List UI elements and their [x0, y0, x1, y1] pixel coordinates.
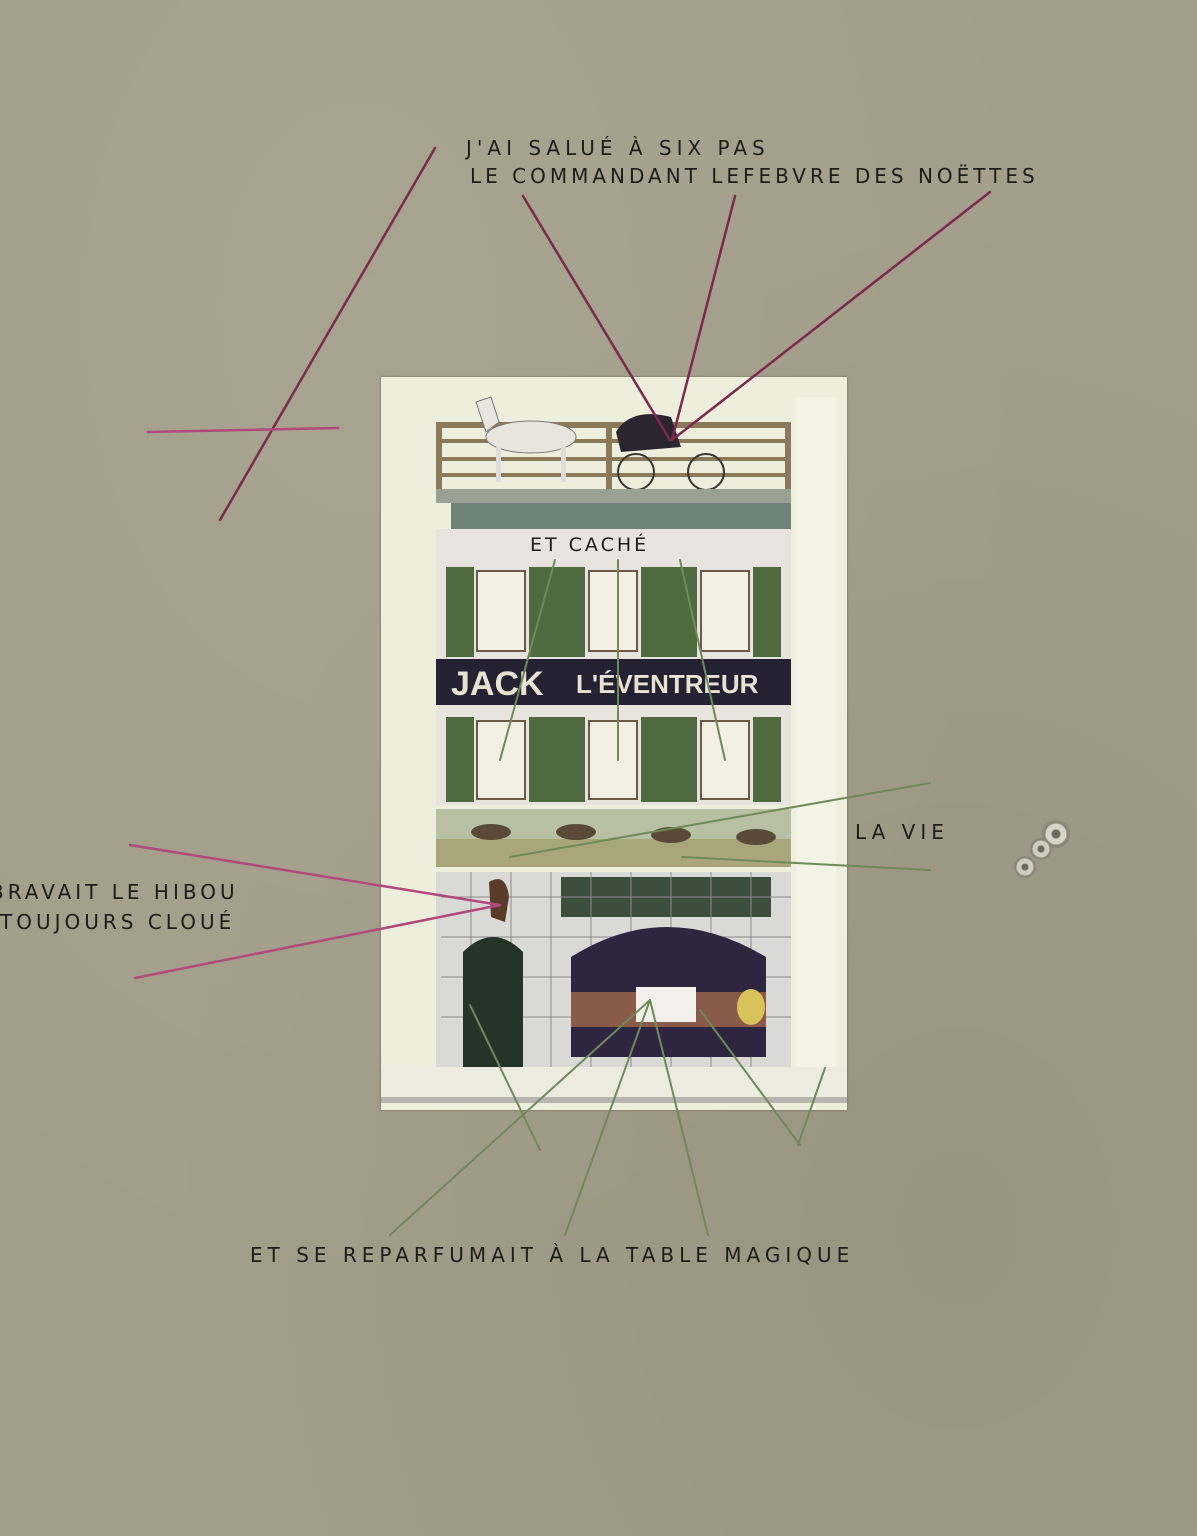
horse-head-icon: [489, 879, 509, 922]
caption-hidden: ET CACHÉ: [530, 534, 650, 556]
rivet-icon: [1030, 838, 1052, 860]
caption-owl-2: TOUJOURS CLOUÉ: [0, 910, 236, 934]
caption-commandant: LE COMMANDANT LEFEBVRE DES NOËTTES: [470, 164, 1039, 188]
horse-carriage-icon: [436, 396, 791, 492]
caption-owl-1: BRAVAIT LE HIBOU: [0, 880, 239, 904]
rivet-icon: [1014, 856, 1036, 878]
caption-magic-table: ET SE REPARFUMAIT À LA TABLE MAGIQUE: [250, 1243, 855, 1267]
sign-jack: JACK: [451, 665, 544, 703]
caption-life: LA VIE: [855, 820, 949, 844]
sign-eventreur: L'ÉVENTREUR: [576, 669, 759, 699]
caption-salute: J'AI SALUÉ À SIX PAS: [466, 136, 770, 160]
building-postcard: JACK L'ÉVENTREUR: [381, 377, 847, 1110]
